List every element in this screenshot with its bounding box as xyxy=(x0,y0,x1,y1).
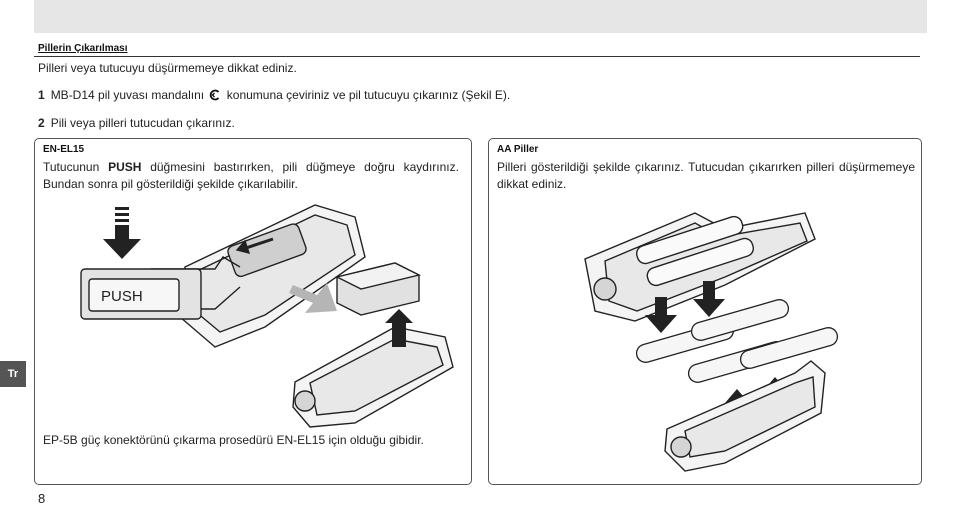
step-text: MB-D14 pil yuvası mandalını xyxy=(50,88,205,102)
step-2: 2 Pili veya pilleri tutucudan çıkarınız. xyxy=(38,116,235,130)
aa-holder-upper xyxy=(584,212,816,322)
box-text: Pilleri gösterildiği şekilde çıkarınız. … xyxy=(497,160,915,191)
section-divider xyxy=(34,56,920,57)
intro-text: Pilleri veya tutucuyu düşürmemeye dikkat… xyxy=(38,61,297,75)
push-button-callout xyxy=(80,207,241,320)
up-arrow xyxy=(385,309,413,347)
page-number: 8 xyxy=(38,491,46,506)
box-footer-text: EP-5B güç konektörünü çıkarma prosedürü … xyxy=(43,433,424,447)
down-arrow xyxy=(693,281,725,317)
down-arrow xyxy=(645,297,677,333)
box-text: Tutucunun PUSH düğmesini bastırırken, pi… xyxy=(43,159,459,193)
aa-holder-lower xyxy=(664,360,826,472)
language-tab: Tr xyxy=(0,361,26,387)
battery-holder-lower xyxy=(292,326,454,428)
push-word: PUSH xyxy=(108,160,142,174)
header-band xyxy=(34,0,927,33)
box-title: AA Piller xyxy=(497,144,539,155)
en-el15-illustration: PUSH xyxy=(80,204,454,428)
battery-holder-upper xyxy=(179,204,366,348)
aa-battery xyxy=(635,299,839,383)
push-button-label: PUSH xyxy=(101,288,143,305)
step-text-end: konumuna çeviriniz ve pil tutucuyu çıkar… xyxy=(226,88,511,102)
box-text-part: Tutucunun xyxy=(43,160,100,174)
step-number: 2 xyxy=(38,116,45,130)
battery-pack xyxy=(334,262,422,316)
gray-direction-arrow xyxy=(289,283,337,313)
section-title: Pillerin Çıkarılması xyxy=(38,43,128,54)
aa-batteries-box: AA Piller Pilleri gösterildiği şekilde ç… xyxy=(488,138,922,485)
lock-symbol-icon xyxy=(210,89,220,101)
en-el15-box: EN-EL15 Tutucunun PUSH düğmesini bastırı… xyxy=(34,138,472,485)
box-title: EN-EL15 xyxy=(43,144,85,155)
step-number: 1 xyxy=(38,88,45,102)
step-text: Pili veya pilleri tutucudan çıkarınız. xyxy=(50,116,235,130)
aa-batteries-illustration xyxy=(584,212,839,472)
box-text-part: düğmesini bastırırken, pili düğmeye doğr… xyxy=(43,160,459,191)
step-1: 1 MB-D14 pil yuvası mandalını konumuna çe… xyxy=(38,88,510,102)
